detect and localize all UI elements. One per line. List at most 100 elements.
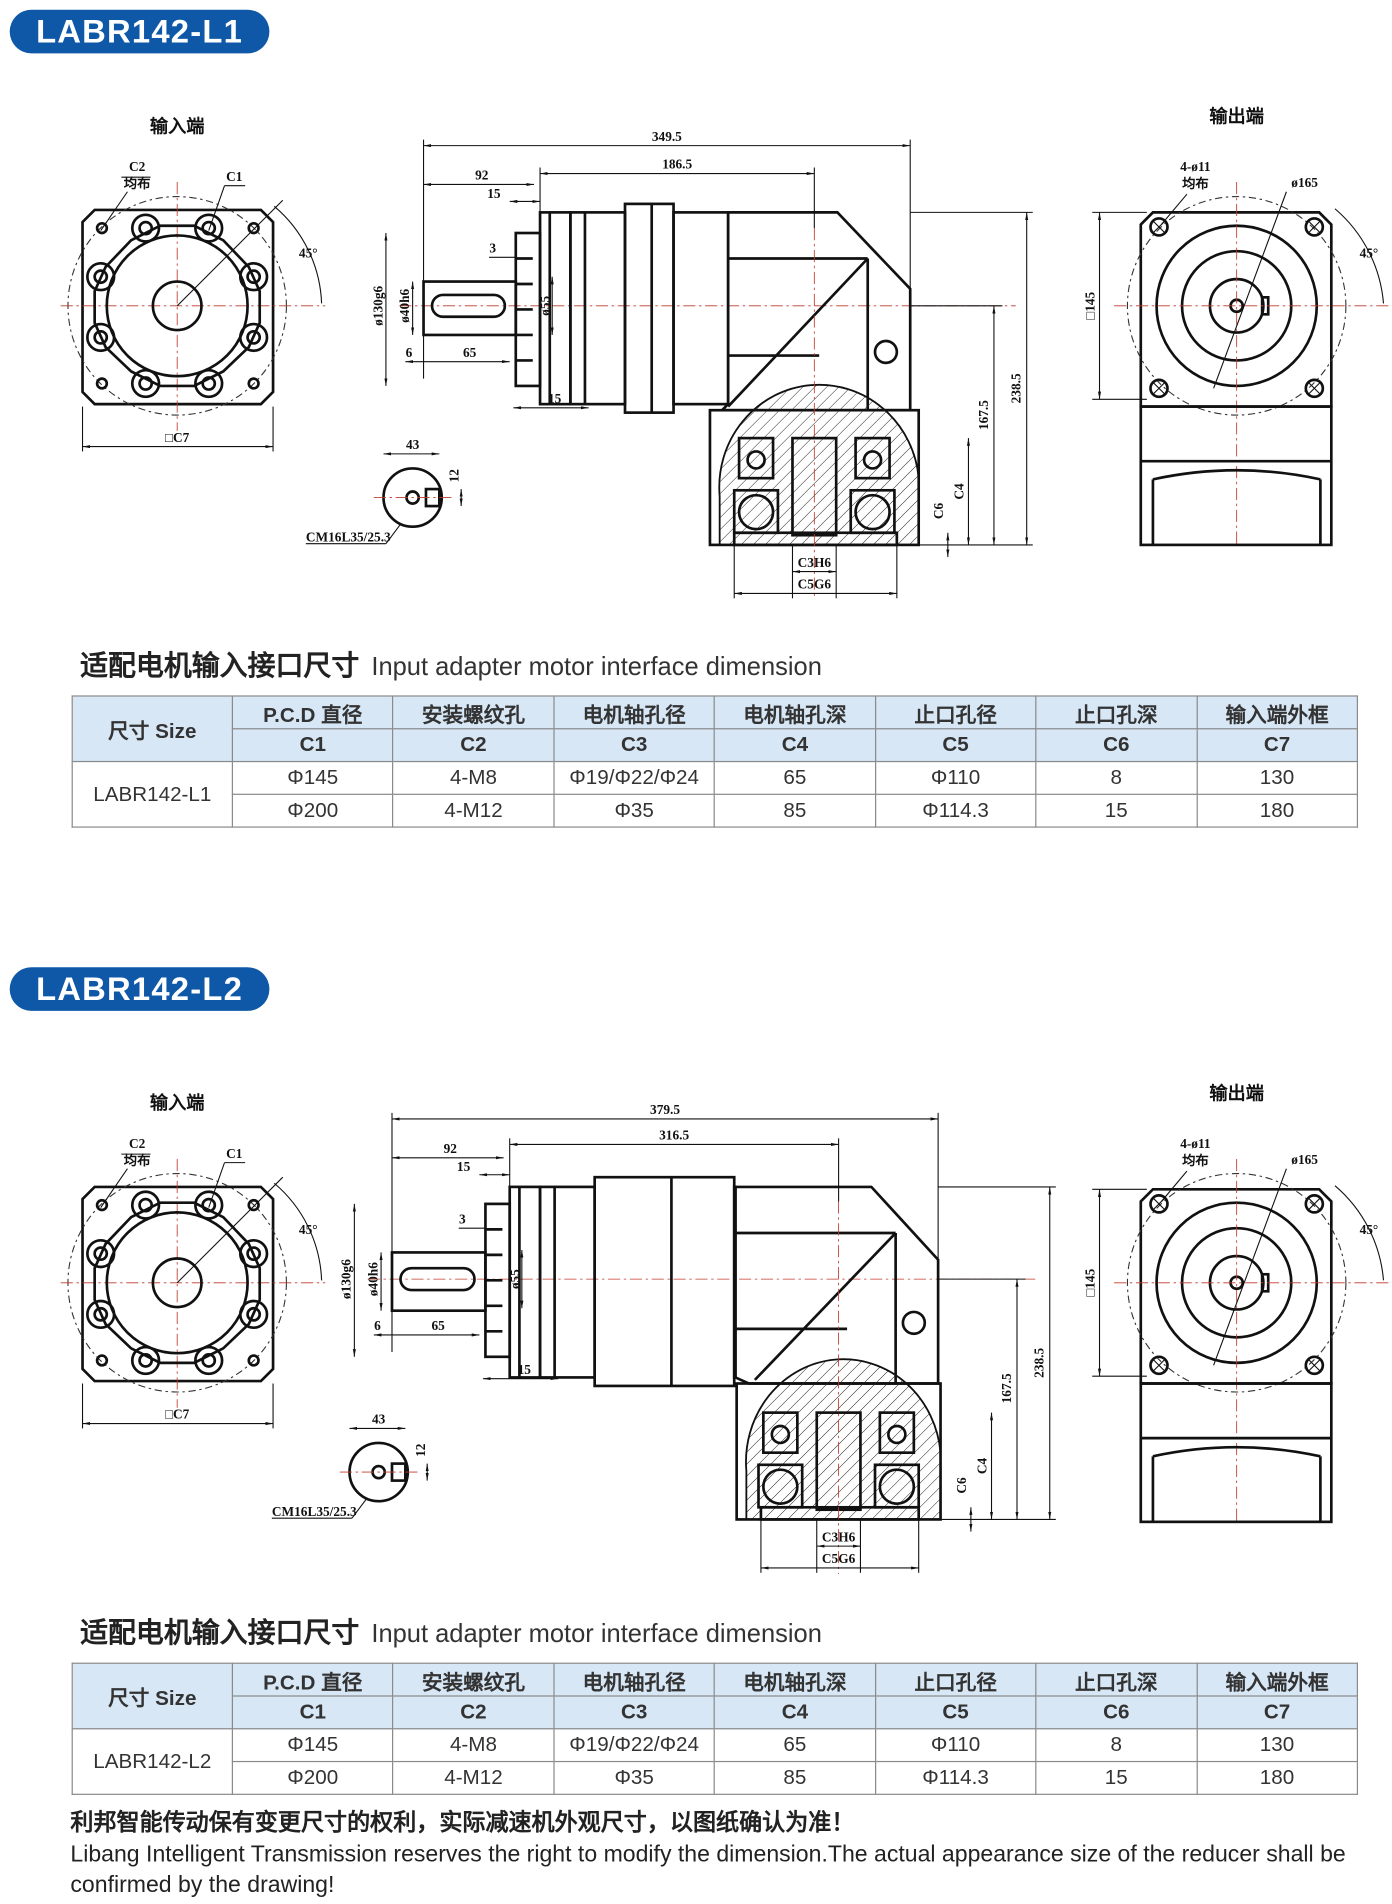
- column-header-code: C6: [1035, 728, 1198, 763]
- evenly-label: 均布: [124, 175, 151, 191]
- column-header-code: C6: [1035, 1695, 1198, 1730]
- corner-hole-icon: [247, 1354, 260, 1367]
- column-header-cn: 止口孔径: [874, 695, 1037, 730]
- input-shaft: [422, 280, 518, 337]
- pcd-label: ø165: [1291, 1152, 1318, 1167]
- table-cell: 15: [1035, 1760, 1198, 1795]
- bearing-ball-icon: [737, 493, 775, 531]
- bolt-hole-icon: [93, 329, 109, 345]
- keyway-slot: [430, 293, 507, 319]
- drawing-line: [1152, 1358, 1166, 1372]
- vent-hole-icon: [901, 1310, 927, 1336]
- body-length-label: 316.5: [659, 1128, 689, 1143]
- angle-arc: [1334, 1185, 1385, 1281]
- angle-arc: [273, 205, 323, 304]
- bearing-ball-icon: [854, 493, 891, 531]
- height-238-label: 238.5: [1009, 373, 1024, 403]
- table-cell: 65: [713, 1728, 876, 1763]
- dimension-3-label: 3: [459, 1211, 466, 1226]
- column-header-cn: 电机轴孔深: [713, 1662, 876, 1697]
- input-end-label: 输入端: [150, 115, 205, 137]
- column-header-cn: 止口孔深: [1035, 695, 1198, 730]
- angle-arc: [273, 1182, 323, 1281]
- gearbox-body-outline: [1139, 1382, 1333, 1524]
- drawing-line: [100, 191, 128, 231]
- holes-label: 4-ø11: [1180, 1136, 1210, 1151]
- table-title-en: Input adapter motor interface dimension: [371, 1620, 822, 1649]
- circle-outline: [105, 1211, 249, 1355]
- disclaimer-en: Libang Intelligent Transmission reserves…: [70, 1841, 1346, 1899]
- bolt-hole-icon: [86, 262, 116, 292]
- bolt-hole-icon: [86, 1299, 116, 1330]
- dimension-15b-label: 15: [518, 1362, 532, 1377]
- table-cell: 8: [1035, 1728, 1198, 1763]
- drawing-line: [176, 199, 284, 307]
- column-header-code: C5: [874, 728, 1037, 763]
- c1-label: C1: [226, 1146, 242, 1161]
- c7-label: □C7: [165, 1407, 190, 1422]
- corner-hole-icon: [95, 221, 109, 235]
- bearing-ball-icon: [878, 1468, 916, 1505]
- input-flange-outline: [81, 1185, 275, 1383]
- pcd-circle: [1126, 1173, 1347, 1393]
- drawing-line: [1307, 381, 1321, 395]
- dimension-130-label: ø130g6: [370, 285, 385, 325]
- dimension-40-label: ø40h6: [365, 1262, 380, 1296]
- bore-circle: [151, 1257, 203, 1309]
- table-cell: 8: [1035, 760, 1198, 795]
- bolt-hole-icon: [194, 368, 224, 399]
- table-cell: Φ200: [231, 1760, 394, 1795]
- key-43-label: 43: [372, 1412, 386, 1427]
- c3h6-label: C3H6: [822, 1529, 856, 1544]
- table-cell: Φ35: [553, 1760, 716, 1795]
- corner-hole-icon: [247, 1198, 260, 1212]
- column-header-cn: P.C.D 直径: [231, 695, 394, 730]
- column-header-cn: 电机轴孔径: [553, 695, 716, 730]
- keyway-slot: [399, 1266, 476, 1292]
- corner-hole-icon: [247, 377, 260, 390]
- drawing-line: [1152, 468, 1321, 481]
- input-shaft: [390, 1251, 487, 1313]
- center-hole-note: CM16L35/25.3: [306, 529, 391, 544]
- housing-section: [672, 211, 730, 406]
- vent-hole-icon: [873, 339, 899, 365]
- seal-icon: [854, 436, 891, 480]
- bolt-ring: [93, 1201, 262, 1365]
- table-cell: 130: [1196, 1728, 1359, 1763]
- c6-label: C6: [931, 502, 946, 519]
- bolt-hole-icon: [246, 1246, 262, 1262]
- bolt-hole-icon: [194, 1345, 224, 1376]
- evenly-label: 均布: [1182, 1152, 1209, 1168]
- dimension-55-label: ø55: [507, 1269, 522, 1289]
- table-cell: 85: [713, 1760, 876, 1795]
- bolt-hole-icon: [93, 1306, 109, 1322]
- seal-icon: [878, 1411, 916, 1455]
- table-cell: 4-M12: [392, 1760, 555, 1795]
- dimension-15b-label: 15: [548, 391, 562, 406]
- center-hole-note: CM16L35/25.3: [272, 1504, 357, 1519]
- mount-hole-icon: [1149, 1355, 1169, 1376]
- bolt-hole-icon: [201, 1197, 217, 1213]
- dimension-15-label: 15: [487, 186, 501, 201]
- dimension-6-label: 6: [374, 1318, 381, 1333]
- bolt-hole-icon: [201, 376, 217, 391]
- model-cell: LABR142-L2: [71, 1728, 234, 1795]
- table-title-en: Input adapter motor interface dimension: [371, 652, 822, 681]
- bolt-hole-icon: [130, 1190, 161, 1220]
- height-167-label: 167.5: [999, 1373, 1014, 1403]
- circle-outline: [770, 1424, 791, 1445]
- part-outline: [732, 531, 899, 547]
- c2-label: C2: [129, 159, 146, 174]
- drawing-line: [1307, 1197, 1321, 1211]
- circle-outline: [862, 450, 883, 470]
- drawing-line: [1160, 1170, 1188, 1202]
- bearing-ball-icon: [762, 1468, 799, 1505]
- column-header-cn: P.C.D 直径: [231, 1662, 394, 1697]
- corner-hole-icon: [95, 377, 109, 390]
- square-label: □145: [1083, 1268, 1098, 1296]
- size-header: 尺寸 Size: [71, 695, 234, 763]
- seal-icon: [762, 1411, 799, 1455]
- drawing-line: [1160, 193, 1188, 225]
- mount-hole-icon: [1149, 378, 1169, 399]
